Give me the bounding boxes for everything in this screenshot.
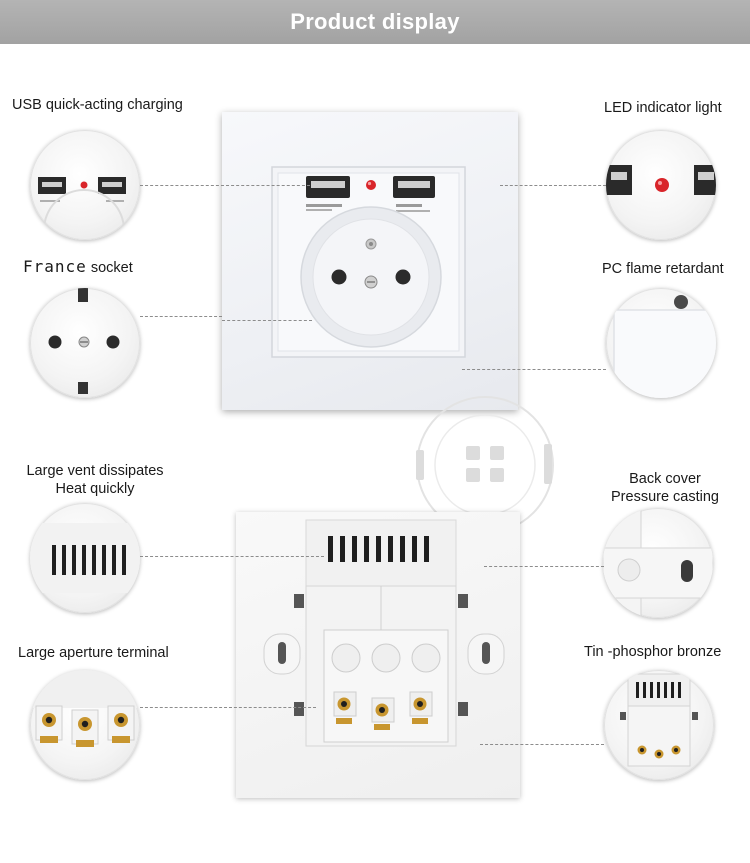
label-vent-line1: Large vent dissipates	[26, 463, 164, 479]
detail-terminal	[30, 670, 140, 780]
label-france-socket: France socket	[23, 258, 133, 277]
leader-pc	[462, 369, 606, 370]
label-back-cover-line2: Pressure casting	[611, 489, 719, 505]
detail-bronze	[604, 670, 714, 780]
leader-france-a	[140, 316, 222, 317]
header-banner: Product display	[0, 0, 750, 44]
leader-usb	[140, 185, 310, 186]
detail-led	[606, 130, 716, 240]
label-led-light: LED indicator light	[604, 100, 722, 116]
banner-title: Product display	[290, 9, 460, 34]
leader-terminal	[140, 707, 316, 708]
detail-vent	[30, 503, 140, 613]
detail-back-cover	[603, 508, 713, 618]
label-tin-bronze: Tin -phosphor bronze	[584, 644, 722, 660]
leader-led	[500, 185, 606, 186]
detail-pc-panel	[606, 288, 716, 398]
front-panel-image	[222, 112, 518, 410]
back-panel-image	[236, 512, 520, 798]
label-aperture-terminal: Large aperture terminal	[18, 645, 169, 661]
label-back-cover-line1: Back cover	[629, 471, 701, 487]
france-word: France	[23, 257, 87, 276]
leader-france-b	[222, 320, 312, 321]
detail-france-socket	[30, 288, 140, 398]
label-usb-charging: USB quick-acting charging	[12, 97, 183, 113]
leader-bronze	[480, 744, 604, 745]
detail-usb-ports	[30, 130, 140, 240]
leader-vent	[140, 556, 324, 557]
leader-back-cover	[484, 566, 604, 567]
label-pc-flame: PC flame retardant	[602, 261, 724, 277]
label-vent: Large vent dissipates Heat quickly	[22, 462, 168, 498]
socket-word: socket	[90, 260, 133, 276]
label-back-cover: Back cover Pressure casting	[600, 470, 730, 506]
label-vent-line2: Heat quickly	[55, 481, 135, 497]
